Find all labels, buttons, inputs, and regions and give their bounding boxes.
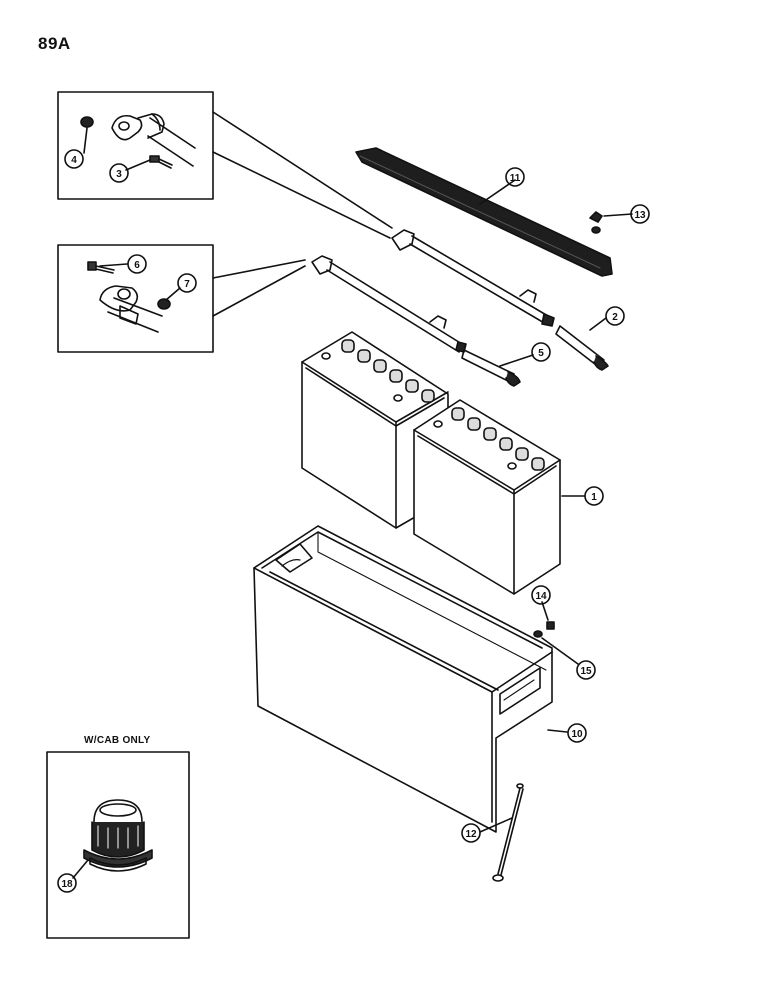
callout-18-label: 18 xyxy=(61,879,73,890)
callout-7 xyxy=(177,273,197,293)
battery-box xyxy=(253,525,553,833)
callout-6-label: 6 xyxy=(134,260,140,271)
callout-7-label: 7 xyxy=(184,279,190,290)
battery-cable-lower xyxy=(311,255,467,353)
cab-only-label: W/CAB ONLY xyxy=(84,735,151,746)
callout-11 xyxy=(505,167,525,187)
callout-12-label: 12 xyxy=(465,829,477,840)
battery-front-caps xyxy=(433,407,545,471)
short-cable-2 xyxy=(555,325,609,371)
inset-terminal-bolt xyxy=(57,91,393,239)
callout-3 xyxy=(109,163,129,183)
callout-15-label: 15 xyxy=(580,666,592,677)
callout-1-label: 1 xyxy=(591,492,597,503)
callout-1 xyxy=(584,486,604,506)
callout-15 xyxy=(576,660,596,680)
callout-4 xyxy=(64,149,84,169)
battery-rear-caps xyxy=(321,339,435,403)
callout-10-label: 10 xyxy=(571,729,583,740)
callout-2-label: 2 xyxy=(612,312,618,323)
callout-14-label: 14 xyxy=(535,591,547,602)
hardware-13 xyxy=(589,211,603,234)
inset-cab-switch xyxy=(46,751,190,939)
battery-cable-upper xyxy=(391,229,555,327)
callout-4-label: 4 xyxy=(71,155,77,166)
callout-13 xyxy=(630,204,650,224)
battery-cover-strap xyxy=(355,147,613,277)
callout-5-label: 5 xyxy=(538,348,544,359)
callout-14 xyxy=(531,585,551,605)
hardware-14-15 xyxy=(533,621,555,638)
callout-11-label: 11 xyxy=(510,173,521,184)
page-number: 89A xyxy=(38,34,71,53)
inset-terminal-clamp xyxy=(57,244,306,353)
callout-6 xyxy=(127,254,147,274)
callout-18 xyxy=(57,873,77,893)
callout-2 xyxy=(605,306,625,326)
callout-5 xyxy=(531,342,551,362)
callout-10 xyxy=(567,723,587,743)
callout-3-label: 3 xyxy=(116,169,122,180)
callout-12 xyxy=(461,823,481,843)
hold-down-rod xyxy=(492,783,524,882)
callout-13-label: 13 xyxy=(634,210,646,221)
short-cable-5 xyxy=(461,349,521,387)
